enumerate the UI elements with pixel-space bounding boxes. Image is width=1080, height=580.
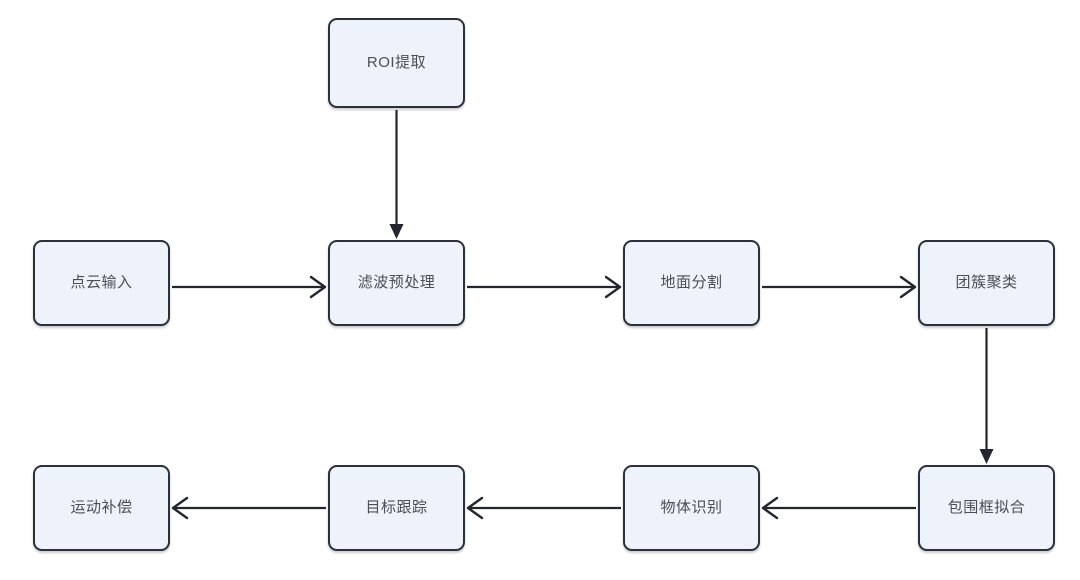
node-roi-extraction[interactable]: ROI提取 [328,18,465,108]
node-point-cloud-input[interactable]: 点云输入 [33,240,170,326]
edge-roi-to-filter [389,110,404,239]
edge-input-to-filter [172,275,327,299]
node-label: 团簇聚类 [955,274,1018,291]
node-bounding-box-fitting[interactable]: 包围框拟合 [918,465,1055,551]
edge-cluster-to-bbox [979,328,994,464]
node-ground-segmentation[interactable]: 地面分割 [623,240,760,326]
node-motion-compensation[interactable]: 运动补偿 [33,465,170,551]
node-label: 运动补偿 [70,499,133,516]
node-filter-preprocessing[interactable]: 滤波预处理 [328,240,465,326]
node-cluster-clustering[interactable]: 团簇聚类 [918,240,1055,326]
node-label: 物体识别 [660,499,723,516]
node-target-tracking[interactable]: 目标跟踪 [328,465,465,551]
node-label: ROI提取 [366,54,427,71]
node-label: 滤波预处理 [357,274,436,291]
node-label: 目标跟踪 [365,499,428,516]
edge-filter-to-ground [467,275,622,299]
edge-bbox-to-recognize [761,496,916,520]
node-label: 包围框拟合 [947,499,1026,516]
node-object-recognition[interactable]: 物体识别 [623,465,760,551]
node-label: 点云输入 [70,274,133,291]
edge-recognize-to-track [466,496,621,520]
node-label: 地面分割 [660,274,723,291]
edge-ground-to-cluster [762,275,917,299]
edge-track-to-motion [171,496,326,520]
